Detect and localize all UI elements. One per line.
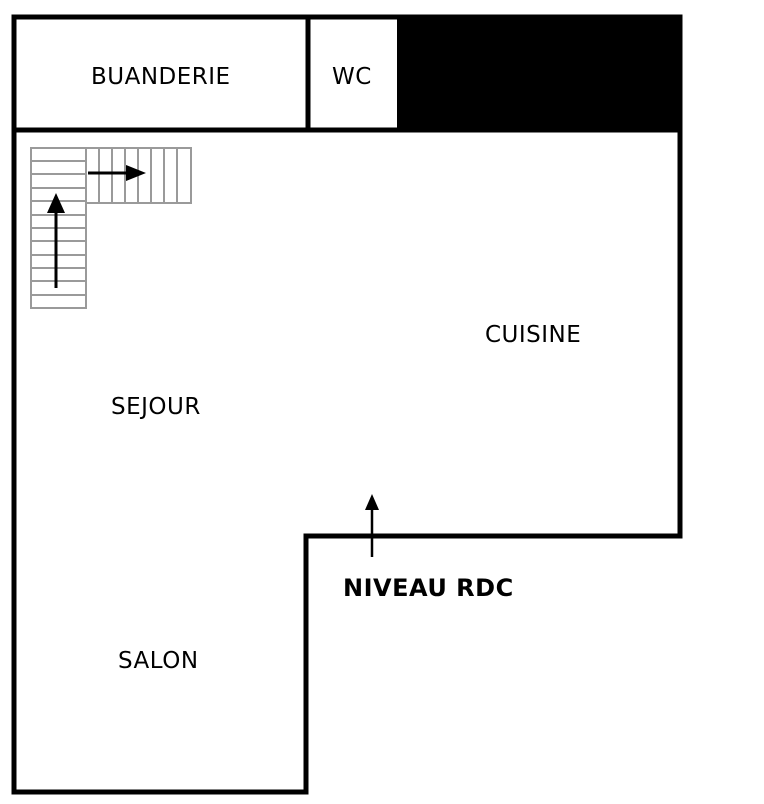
room-label-salon: SALON [118,648,199,674]
blocked-area [397,15,680,131]
stair-arrow-up-icon [47,193,65,288]
plan-title: NIVEAU RDC [343,574,514,602]
room-label-wc: WC [332,64,372,90]
entrance-arrow-icon [365,494,379,557]
stair-arrow-right-icon [88,165,146,181]
staircase [30,147,192,309]
room-label-buanderie: BUANDERIE [91,64,231,90]
room-label-sejour: SEJOUR [111,394,201,420]
room-label-cuisine: CUISINE [485,322,582,348]
